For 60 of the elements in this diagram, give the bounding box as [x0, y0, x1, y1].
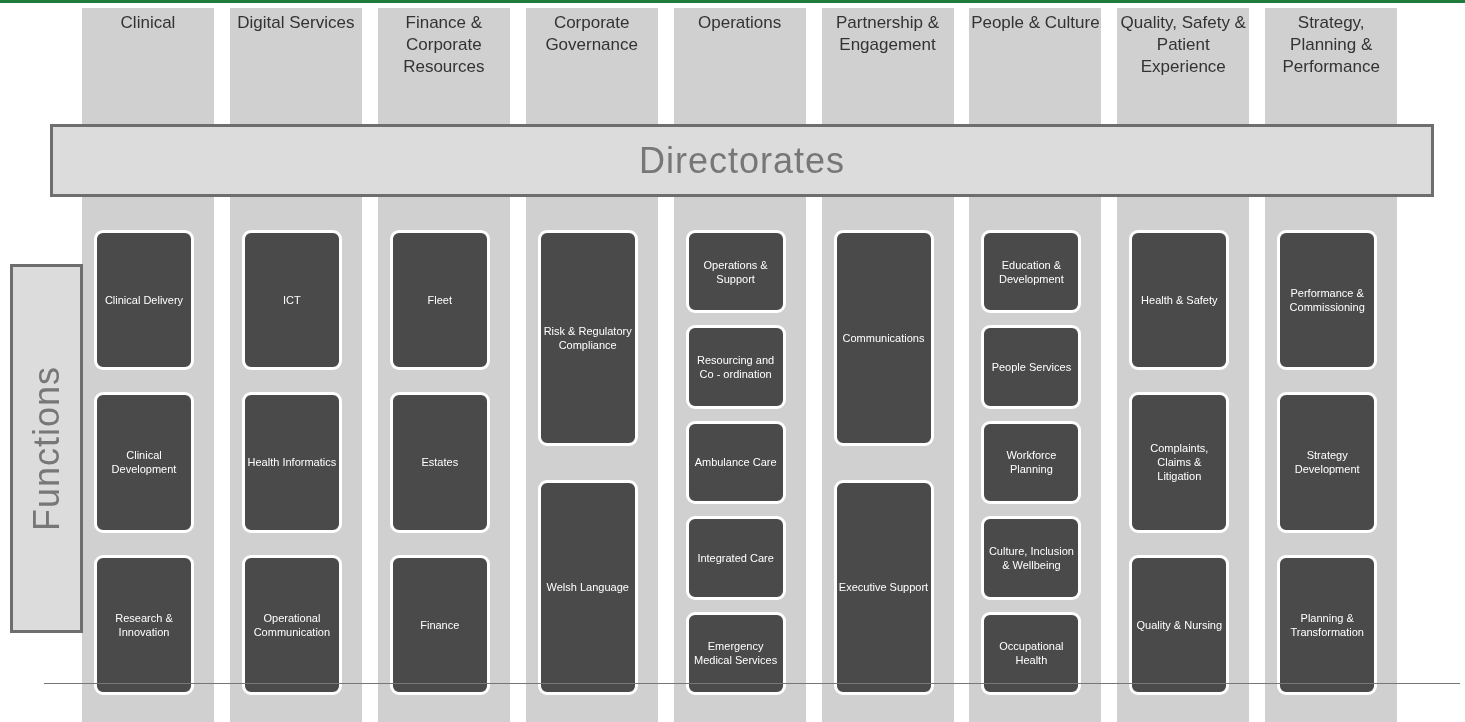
function-box: Workforce Planning	[981, 420, 1082, 505]
column-head	[229, 8, 362, 126]
side-band	[10, 264, 83, 633]
directorate-column	[377, 196, 510, 722]
function-box: Performance & Commissioning	[1277, 230, 1378, 371]
column-head	[525, 8, 658, 126]
function-box: Planning & Transformation	[1277, 554, 1378, 695]
directorate-column	[525, 196, 658, 722]
function-box: Culture, Inclusion & Wellbeing	[981, 516, 1082, 600]
column-heading: People & Culture	[970, 12, 1101, 34]
column-heading: Finance & Corporate Resources	[402, 12, 486, 78]
function-box: Operations & Support	[685, 230, 786, 314]
function-box: ICT	[241, 230, 342, 371]
column-heading: Corporate Governance	[544, 12, 639, 56]
column-head	[673, 8, 806, 126]
function-box: Executive Support	[833, 479, 934, 695]
directorate-column	[969, 196, 1102, 722]
function-box: Research & Innovation	[94, 554, 194, 695]
column-head	[377, 8, 510, 126]
function-box: Operational Communication	[241, 554, 342, 695]
function-box: Emergency Medical Services	[685, 611, 786, 695]
column-heading: Clinical	[119, 12, 177, 34]
function-box: Health Informatics	[241, 392, 342, 533]
directorate-column	[1117, 196, 1250, 722]
function-box: Clinical Development	[94, 392, 194, 533]
function-box: Clinical Delivery	[94, 230, 194, 371]
function-box: Complaints, Claims & Litigation	[1129, 392, 1230, 533]
function-box: Education & Development	[981, 230, 1082, 314]
directorate-column	[82, 196, 214, 722]
column-heading: Quality, Safety & Patient Experience	[1119, 12, 1247, 78]
function-box: Integrated Care	[685, 516, 786, 600]
function-box: People Services	[981, 325, 1082, 409]
function-box: Occupational Health	[981, 611, 1082, 695]
band-title: Directorates	[638, 139, 846, 182]
directorate-column	[229, 196, 362, 722]
column-heading: Operations	[697, 12, 783, 34]
header-band	[50, 124, 1434, 197]
directorate-column	[1265, 196, 1398, 722]
function-box: Strategy Development	[1277, 392, 1378, 533]
function-box: Fleet	[389, 230, 490, 371]
directorate-column	[821, 196, 954, 722]
function-box: Health & Safety	[1129, 230, 1230, 371]
function-box: Quality & Nursing	[1129, 554, 1230, 695]
column-heading: Partnership & Engagement	[835, 12, 940, 56]
function-box: Communications	[833, 230, 934, 446]
column-head	[1117, 8, 1250, 126]
band-title: Functions	[25, 365, 68, 532]
function-box: Ambulance Care	[685, 420, 786, 505]
column-head	[821, 8, 954, 126]
function-box: Risk & Regulatory Compliance	[537, 230, 638, 446]
column-heading: Strategy, Planning & Performance	[1281, 12, 1381, 78]
column-head	[1265, 8, 1398, 126]
function-box: Finance	[389, 554, 490, 695]
function-box: Welsh Language	[537, 479, 638, 695]
column-head	[82, 8, 214, 126]
function-box: Resourcing and Co - ordination	[685, 325, 786, 409]
directorate-column	[673, 196, 806, 722]
function-box: Estates	[389, 392, 490, 533]
column-head	[969, 8, 1102, 126]
column-heading: Digital Services	[236, 12, 356, 34]
